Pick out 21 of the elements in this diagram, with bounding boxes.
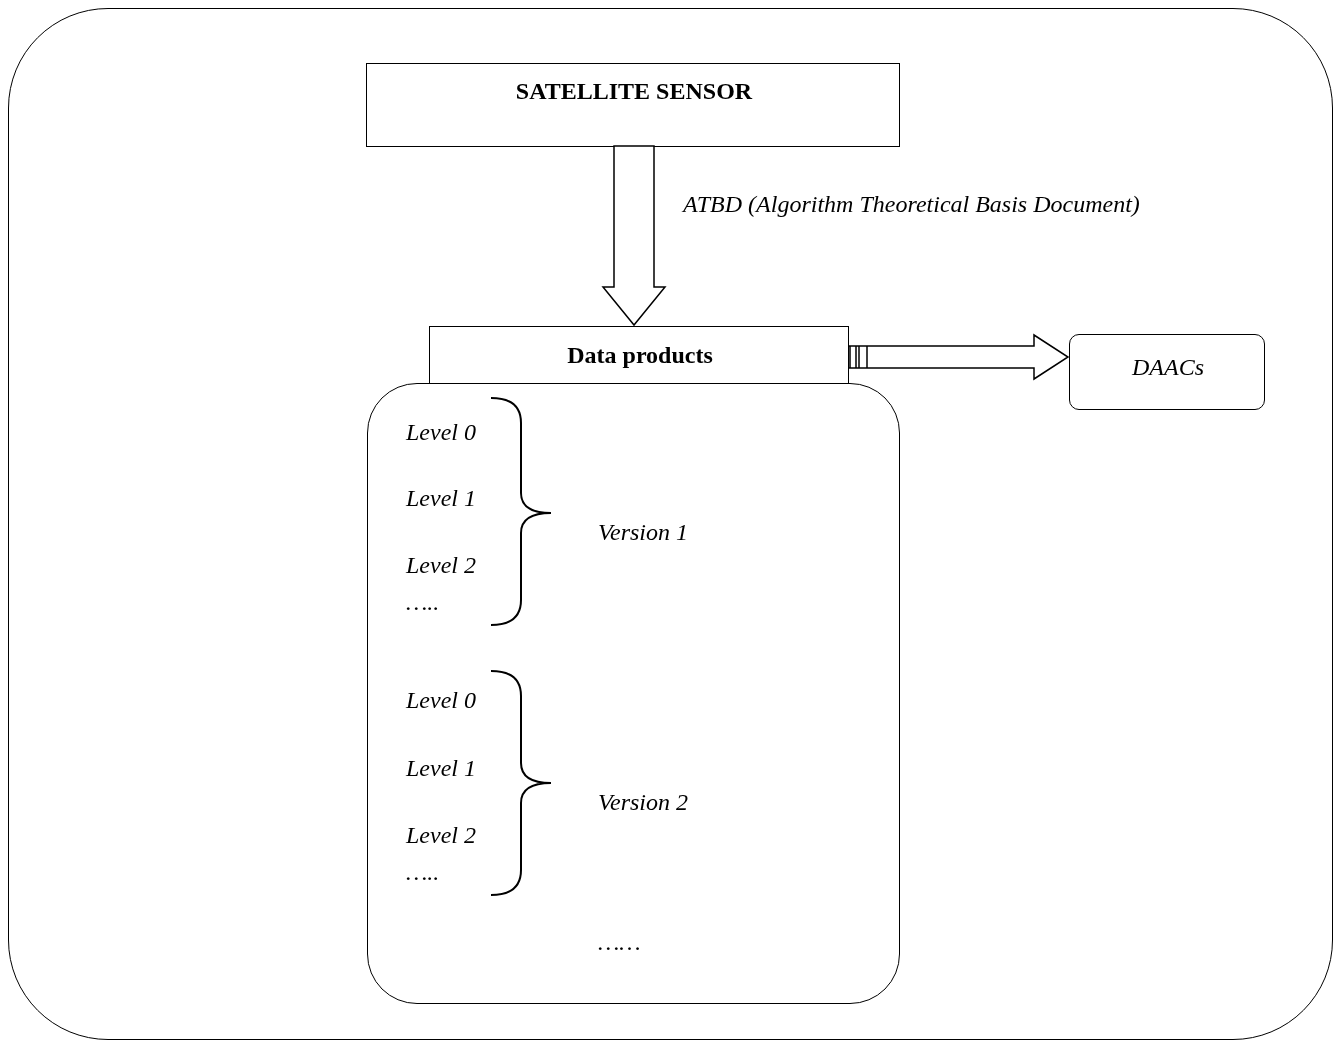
frame-background: [8, 8, 1333, 1040]
list-text: Level 2: [406, 552, 476, 579]
process-box: [429, 326, 849, 384]
list-text: Version 2: [598, 789, 688, 816]
list-text: …..: [406, 589, 440, 616]
list-text: …..: [406, 859, 440, 886]
list-text: Level 0: [406, 419, 476, 446]
block-arrow: [601, 145, 667, 327]
container-box: [367, 383, 900, 1004]
block-arrow: [847, 333, 1070, 381]
list-text: Level 2: [406, 822, 476, 849]
node-label: SATELLITE SENSOR: [515, 78, 753, 105]
list-text: Level 0: [406, 687, 476, 714]
node-label: Data products: [567, 342, 713, 369]
list-text: Level 1: [406, 755, 476, 782]
list-text: Version 1: [598, 519, 688, 546]
list-text: Level 1: [406, 485, 476, 512]
process-box: [366, 63, 900, 147]
list-text: ……: [598, 929, 641, 956]
node-label: DAACs: [1132, 354, 1204, 381]
process-box: [1069, 334, 1265, 410]
